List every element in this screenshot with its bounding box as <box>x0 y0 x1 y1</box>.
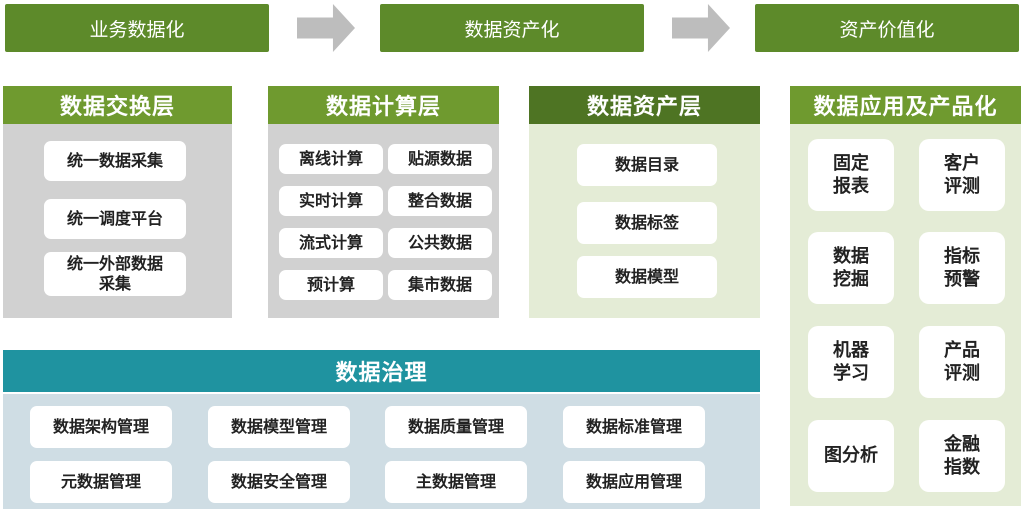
governance-item: 主数据管理 <box>385 461 527 503</box>
arrow-right-icon <box>672 4 730 52</box>
application-item: 指标 预警 <box>919 232 1005 304</box>
compute-item: 公共数据 <box>388 228 492 258</box>
asset-item: 数据模型 <box>577 256 717 298</box>
asset-item: 数据目录 <box>577 144 717 186</box>
exchange-item: 统一数据采集 <box>44 141 186 181</box>
application-item: 机器 学习 <box>808 326 894 398</box>
asset-layer-title: 数据资产层 <box>529 86 760 124</box>
compute-item: 贴源数据 <box>388 144 492 174</box>
application-item: 客户 评测 <box>919 139 1005 211</box>
governance-item: 数据安全管理 <box>208 461 350 503</box>
application-item: 产品 评测 <box>919 326 1005 398</box>
governance-item: 数据模型管理 <box>208 406 350 448</box>
governance-item: 数据质量管理 <box>385 406 527 448</box>
compute-item: 实时计算 <box>279 186 383 216</box>
governance-item: 数据架构管理 <box>30 406 172 448</box>
stage-business-datafication: 业务数据化 <box>5 4 269 52</box>
compute-item: 集市数据 <box>388 270 492 300</box>
application-item: 固定 报表 <box>808 139 894 211</box>
governance-item: 元数据管理 <box>30 461 172 503</box>
application-layer-title: 数据应用及产品化 <box>790 86 1021 124</box>
stage-data-assetization: 数据资产化 <box>380 4 644 52</box>
governance-title: 数据治理 <box>3 350 760 392</box>
compute-item: 离线计算 <box>279 144 383 174</box>
compute-layer-title: 数据计算层 <box>268 86 499 124</box>
governance-item: 数据应用管理 <box>563 461 705 503</box>
exchange-item: 统一外部数据 采集 <box>44 252 186 296</box>
stage-asset-valorization: 资产价值化 <box>755 4 1019 52</box>
application-item: 图分析 <box>808 420 894 492</box>
exchange-item: 统一调度平台 <box>44 199 186 239</box>
exchange-layer-title: 数据交换层 <box>3 86 232 124</box>
compute-item: 预计算 <box>279 270 383 300</box>
governance-item: 数据标准管理 <box>563 406 705 448</box>
application-item: 数据 挖掘 <box>808 232 894 304</box>
application-item: 金融 指数 <box>919 420 1005 492</box>
asset-item: 数据标签 <box>577 202 717 244</box>
compute-item: 整合数据 <box>388 186 492 216</box>
arrow-right-icon <box>297 4 355 52</box>
compute-item: 流式计算 <box>279 228 383 258</box>
